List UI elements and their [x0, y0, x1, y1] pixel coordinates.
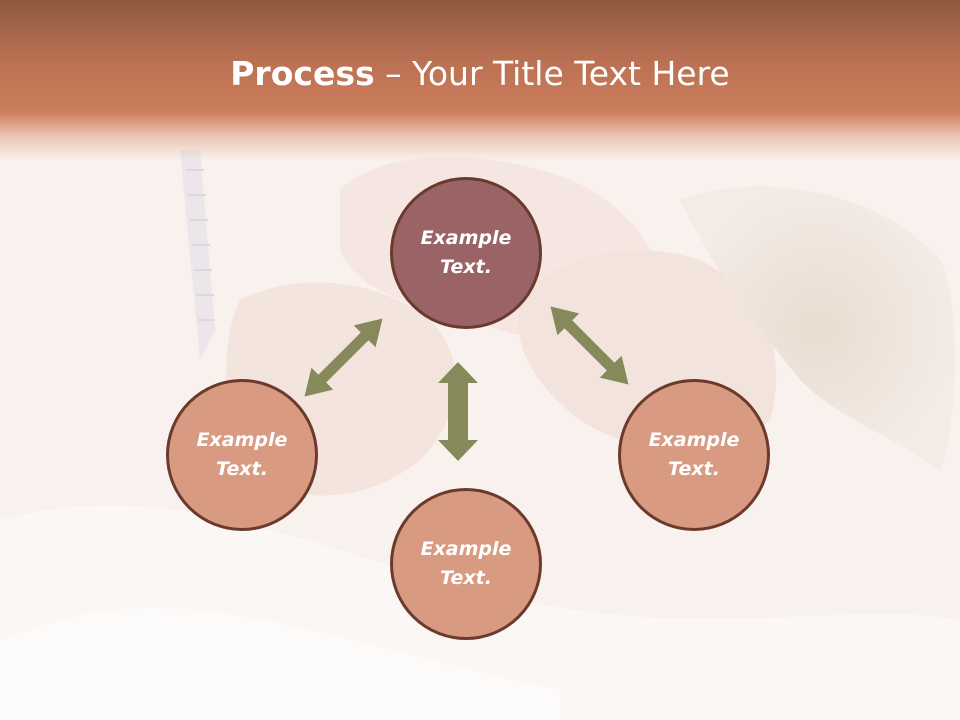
- node-left: Example Text.: [166, 379, 318, 531]
- node-right: Example Text.: [618, 379, 770, 531]
- node-bottom: Example Text.: [390, 488, 542, 640]
- double-arrow-top-right: [550, 306, 629, 385]
- slide-title: Process – Your Title Text Here: [0, 52, 960, 96]
- title-band: [0, 0, 960, 160]
- title-rest: – Your Title Text Here: [374, 54, 730, 93]
- double-arrow-vertical: [438, 362, 478, 461]
- node-top-label: Example Text.: [420, 227, 512, 278]
- double-arrow-top-left: [304, 318, 383, 397]
- node-top: Example Text.: [390, 177, 542, 329]
- node-left-label: Example Text.: [196, 429, 288, 480]
- title-bold: Process: [230, 54, 375, 93]
- node-right-label: Example Text.: [648, 429, 740, 480]
- node-bottom-label: Example Text.: [420, 538, 512, 589]
